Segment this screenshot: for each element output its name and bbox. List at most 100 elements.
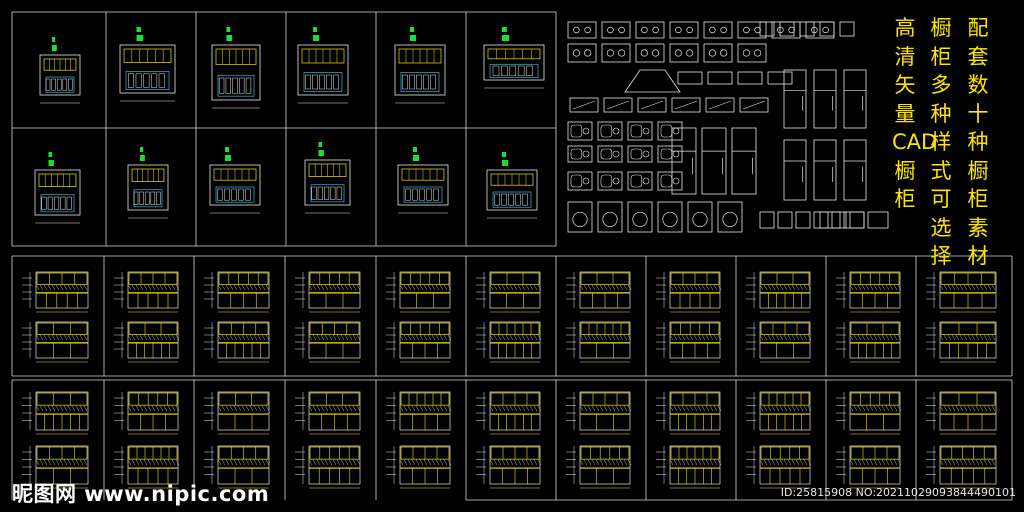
appliance-symbol [779,21,795,37]
appliance-symbol [813,211,829,229]
cabinet-elevation [386,321,452,363]
appliance-symbol [603,97,633,113]
cabinet-elevation [476,391,542,435]
cabinet-elevation [204,271,270,313]
cabinet-elevation [656,321,722,363]
appliance-symbol [737,21,767,39]
cabinet-plan [127,147,169,219]
panel-grid-lines [11,11,1013,501]
cabinet-plan [211,27,261,109]
appliance-symbol [783,69,807,129]
appliance-symbol [569,97,599,113]
appliance-symbol [737,71,763,85]
cabinet-elevation [836,445,902,489]
appliance-symbol [627,121,653,141]
appliance-symbol [783,139,807,201]
cabinet-elevation [114,445,180,489]
appliance-symbol [567,43,597,63]
cabinet-plan [397,147,449,214]
cabinet-elevation [746,271,812,313]
appliance-symbol [627,171,653,191]
title-column-1: 配套数十种橱柜素材 [967,16,989,268]
appliance-symbol [813,139,837,201]
appliance-symbol [657,121,683,141]
appliance-symbol [799,21,815,37]
title-column-2: 橱柜多种样式可选择 [930,16,952,268]
cabinet-plan [209,147,261,214]
image-id-label: ID:25815908 NO:20211029093844490101 [780,486,1016,499]
cabinet-elevation [295,271,361,313]
cabinet-elevation [22,321,89,363]
appliance-symbol [705,97,735,113]
cabinet-elevation [566,321,632,363]
cabinet-elevation [836,391,902,435]
appliance-symbol [597,171,623,191]
appliance-symbol [813,69,837,129]
appliance-symbol [687,201,713,233]
watermark-logo: 昵图网 www.nipic.com [12,482,270,506]
cabinet-elevation [656,445,722,489]
appliance-symbol [795,211,811,229]
cabinet-elevation [926,271,997,313]
appliance-symbol [849,211,865,229]
cabinet-elevation [22,271,89,313]
appliance-symbol [627,145,653,163]
cabinet-plan [394,27,446,104]
appliance-symbol [671,97,701,113]
appliance-symbol [843,139,867,201]
cabinet-plan [486,152,538,219]
cabinet-elevation [656,391,722,435]
cabinet-elevation [926,391,997,435]
cabinet-elevation [566,391,632,435]
cabinet-elevation [204,391,270,435]
cabinet-elevation [836,271,902,313]
appliance-symbol [567,201,593,233]
appliance-symbol [701,127,727,195]
cabinet-elevation [114,271,180,313]
appliance-symbol [567,21,597,39]
appliance-symbol [777,211,793,229]
cabinet-elevation [386,445,452,489]
appliance-symbol [635,21,665,39]
appliance-symbol [739,97,769,113]
cabinet-elevation [386,271,452,313]
appliance-symbol [771,21,801,39]
appliance-symbol [759,21,775,37]
appliance-symbol [657,171,683,191]
appliance-symbol [669,21,699,39]
cabinet-elevation [295,445,361,489]
cabinet-plan [39,37,81,104]
appliance-symbol [627,201,653,233]
cabinet-elevation [22,391,89,435]
appliance-library [567,21,889,233]
appliance-symbol [767,71,793,85]
appliance-symbol [737,43,767,63]
cabinet-elevation [476,321,542,363]
appliance-symbol [759,211,775,229]
cabinet-elevation [476,445,542,489]
appliance-symbol [843,211,865,229]
appliance-symbol [567,145,593,163]
cabinet-elevation [656,271,722,313]
appliance-symbol [597,201,623,233]
cabinet-plan [297,27,349,104]
appliance-symbol [597,121,623,141]
appliance-symbol [819,211,841,229]
cabinet-elevation [204,445,270,489]
appliance-symbol [601,21,631,39]
cabinet-elevation [926,445,997,489]
cabinet-elevation [746,445,812,489]
cabinet-elevation [204,321,270,363]
cabinet-elevation [746,321,812,363]
appliance-symbol [731,127,757,195]
cabinet-elevation [295,391,361,435]
cabinet-elevation [476,271,542,313]
appliance-symbol [567,121,593,141]
cabinet-elevation [22,445,89,489]
cabinet-elevation [836,321,902,363]
cabinet-plan [304,142,351,214]
appliance-symbol [843,69,867,129]
appliance-symbol [867,211,889,229]
title-column-3: 高清矢量CAD橱柜 [892,16,938,211]
